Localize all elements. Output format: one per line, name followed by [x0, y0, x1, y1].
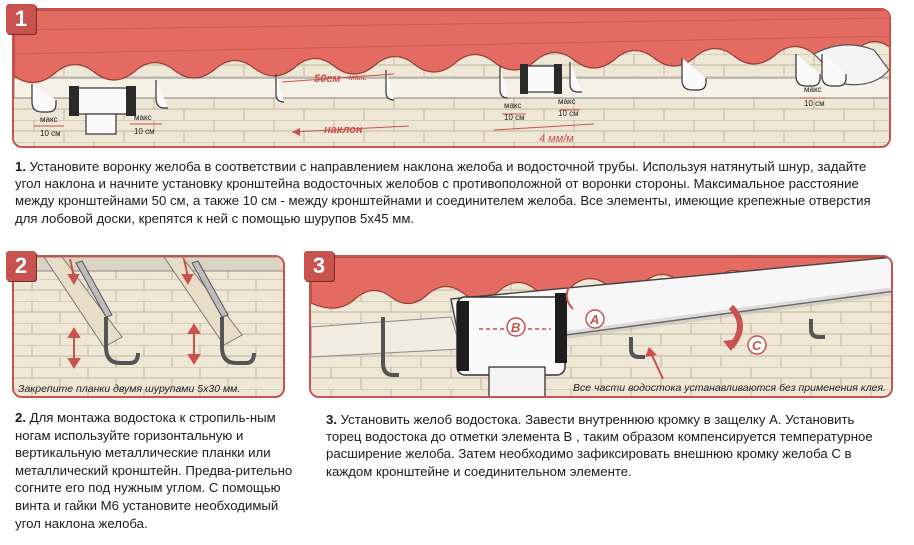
- rafter-bracket-drawing: [14, 257, 283, 396]
- step-2-illustration: [12, 255, 285, 398]
- gap-max-5: макс: [804, 85, 822, 94]
- step-2-body: Для монтажа водостока к стропиль-ным ног…: [15, 410, 293, 531]
- gap-value-2: 10 см: [134, 127, 155, 136]
- step-1-body: Установите воронку желоба в соответствии…: [15, 159, 871, 226]
- step-3-caption: Все части водостока устанавливаются без …: [573, 382, 887, 394]
- step-2-badge: 2: [6, 251, 36, 281]
- slope-value: 4 мм/м: [539, 133, 574, 145]
- step-1-number: 1.: [15, 159, 26, 174]
- gap-max-3: макс: [504, 101, 522, 110]
- marker-c: C: [752, 338, 762, 353]
- gap-max-1: макс: [40, 115, 58, 124]
- roof-gutter-drawing: 50см макс наклон 4 мм/м макс 10 см макс …: [14, 10, 889, 146]
- step-3-illustration: B A C: [309, 255, 893, 398]
- step-3-text: 3. Установить желоб водостока. Завести в…: [326, 411, 892, 480]
- step-1-illustration: 50см макс наклон 4 мм/м макс 10 см макс …: [12, 8, 891, 148]
- step-2-caption: Закрепите планки двумя шурупами 5х30 мм.: [18, 383, 241, 395]
- step-2-text: 2. Для монтажа водостока к стропиль-ным …: [15, 409, 295, 532]
- step-3-number: 3.: [326, 412, 337, 427]
- step-1-badge: 1: [6, 4, 36, 34]
- gap-value-5: 10 см: [804, 99, 825, 108]
- span-max-label: макс: [349, 73, 367, 82]
- step-3-body: Установить желоб водостока. Завести внут…: [326, 412, 873, 479]
- step-1-text: 1. Установите воронку желоба в соответст…: [15, 158, 892, 227]
- gap-value-4: 10 см: [558, 109, 579, 118]
- slope-label: наклон: [324, 124, 363, 136]
- marker-b: B: [511, 320, 520, 335]
- span-label: 50см: [314, 73, 341, 85]
- gutter-install-drawing: B A C: [311, 257, 891, 396]
- step-2-number: 2.: [15, 410, 26, 425]
- gap-value-3: 10 см: [504, 113, 525, 122]
- gap-max-4: макс: [558, 97, 576, 106]
- gap-value-1: 10 см: [40, 129, 61, 138]
- marker-a: A: [589, 312, 599, 327]
- step-3-badge: 3: [304, 251, 334, 281]
- gap-max-2: макс: [134, 113, 152, 122]
